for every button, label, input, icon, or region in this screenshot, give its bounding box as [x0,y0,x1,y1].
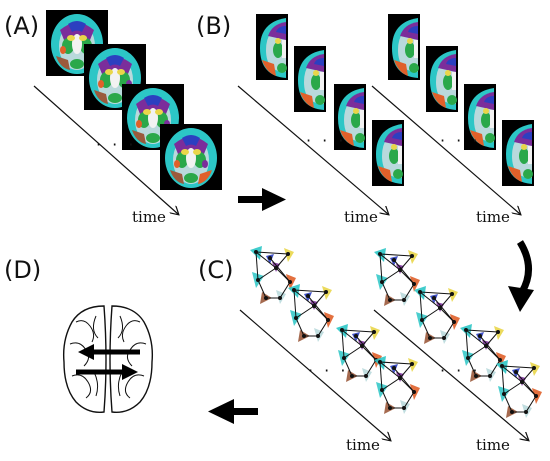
panel-c-right-network-2 [413,285,461,345]
panel-c-left-network-2 [287,283,335,343]
panel-b-time-axis-right [371,85,520,214]
panel-a: (A) · · · time [4,10,222,226]
interhemispheric-arrows-icon [76,344,140,380]
panel-b: (B) · · · time · · · time [196,12,534,226]
arrow-right-icon [238,188,286,211]
panel-c-left-time-label: time [346,436,380,454]
panel-d-label: (D) [4,256,41,284]
arrow-left-icon [208,399,258,424]
panel-c-left-network-1 [249,245,297,305]
panel-b-left-slice-4 [372,120,404,186]
panel-a-ellipsis: · · · [96,135,136,154]
panel-a-time-axis [33,85,178,214]
panel-b-left-slice-2 [294,46,326,112]
panel-c-right-network-4 [495,359,543,419]
panel-b-left-ellipsis: · · · [306,131,346,150]
panel-b-label: (B) [196,12,231,40]
panel-b-time-axis-left [237,85,388,214]
panel-c-time-axis-left [239,309,390,440]
panel-a-label: (A) [4,12,39,40]
brain-outline-icon [62,305,154,413]
panel-c-right-time-label: time [476,436,510,454]
panel-c-left-ellipsis: · · · [308,361,348,380]
panel-c-left-network-4 [373,355,421,415]
panel-c-right-ellipsis: · · · [440,361,480,380]
panel-c-label: (C) [198,256,233,284]
panel-a-slice-4 [160,124,222,190]
panel-b-right-slice-2 [426,46,458,112]
panel-b-right-slice-4 [502,120,534,186]
panel-b-right-slice-1 [388,14,420,80]
panel-c: (C) · · · time · · · time [198,245,543,454]
panel-c-right-network-1 [373,247,421,307]
panel-b-left-slice-1 [256,14,288,80]
panel-c-time-axis-right [373,309,528,440]
panel-b-right-ellipsis: · · · [440,131,480,150]
panel-b-right-time-label: time [476,208,510,226]
panel-b-left-time-label: time [344,208,378,226]
panel-a-time-label: time [132,208,166,226]
panel-d: (D) [4,256,154,413]
arrow-curved-down-icon [508,240,534,312]
